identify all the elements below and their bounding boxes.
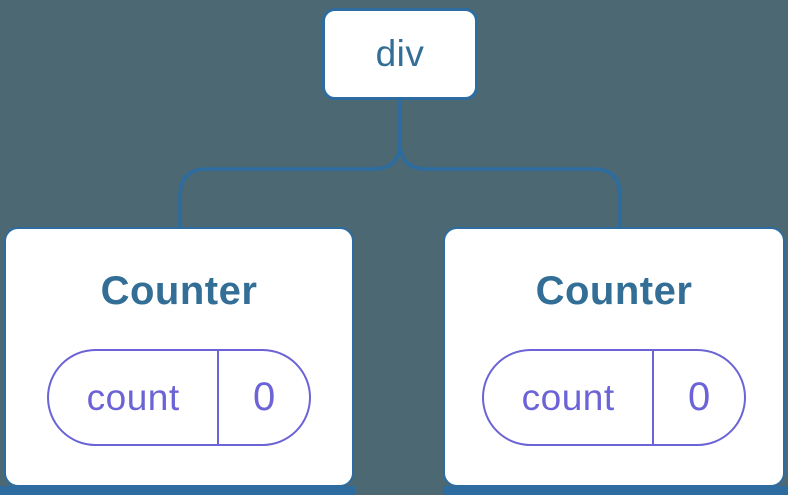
state-key-cell: count — [49, 351, 220, 444]
connector-root-to-right-child — [398, 98, 622, 231]
counter-card-right: Counter count 0 — [443, 227, 785, 487]
state-pill: count 0 — [482, 349, 746, 446]
state-key-label: count — [521, 376, 615, 418]
state-key-cell: count — [484, 351, 655, 444]
state-value-label: 0 — [253, 375, 276, 419]
state-pill: count 0 — [47, 349, 311, 446]
state-key-label: count — [86, 376, 180, 418]
state-value-label: 0 — [688, 375, 711, 419]
counter-card-left: Counter count 0 — [4, 227, 354, 487]
state-value-cell: 0 — [219, 351, 309, 444]
state-value-cell: 0 — [654, 351, 744, 444]
root-node: div — [322, 8, 478, 100]
card-base-bar-right — [443, 486, 788, 495]
component-title: Counter — [535, 269, 693, 313]
connector-root-to-left-child — [178, 98, 402, 231]
component-title: Counter — [100, 269, 258, 313]
root-node-label: div — [375, 33, 425, 74]
card-base-bar-left — [0, 486, 355, 495]
